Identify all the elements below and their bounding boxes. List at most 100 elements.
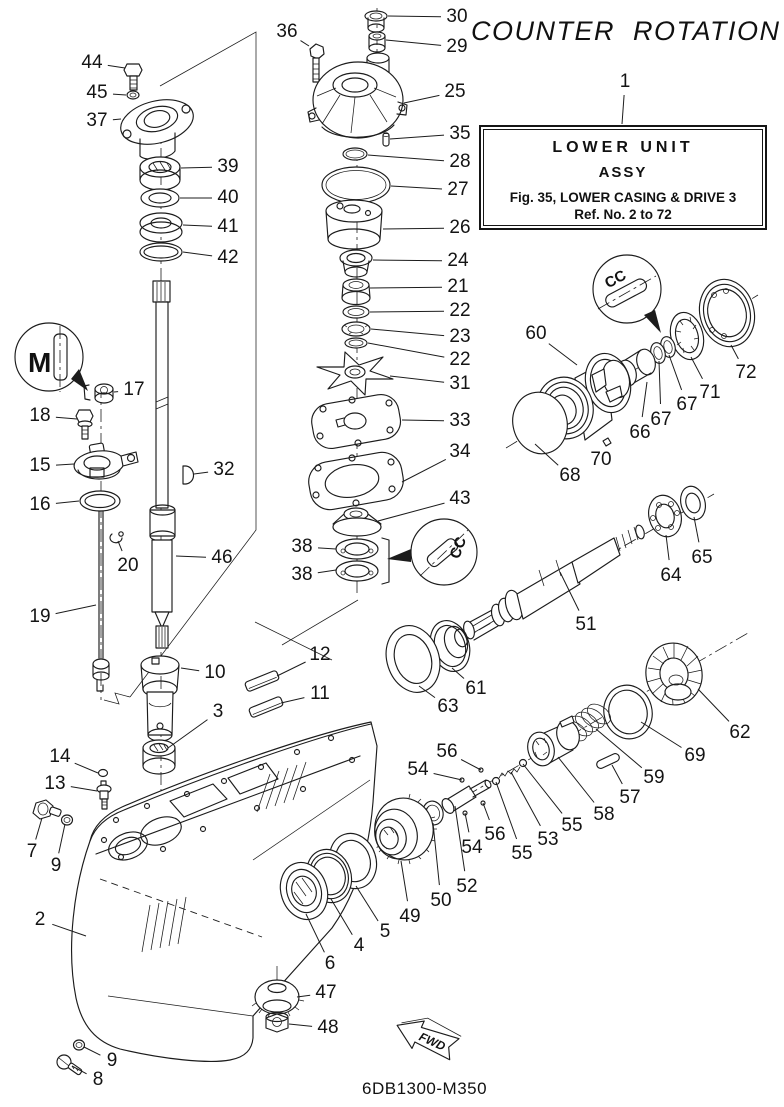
counter-clockwise-right-marker: CC	[592, 254, 662, 333]
leader-line-15-24	[372, 259, 443, 262]
leader-line-37-12	[276, 661, 306, 677]
callout-13-27-label: 27	[447, 179, 469, 200]
callout-57-55-label: 55	[561, 815, 583, 836]
leader-line-70-9	[58, 823, 66, 854]
leader-line-6-42	[182, 251, 213, 257]
part-37-bearing-housing	[120, 99, 194, 160]
leader-line-44-72	[730, 344, 739, 360]
assy-box-line3: Fig. 35, LOWER CASING & DRIVE 3	[509, 190, 737, 205]
callout-31-32-label: 32	[213, 459, 235, 480]
part-26-insert-cartridge	[325, 199, 383, 250]
part-69-shim-ring	[603, 684, 653, 740]
callout-64-52-label: 52	[456, 876, 478, 897]
part-22-washer-upper	[342, 305, 370, 319]
part-24-seal-cup	[339, 249, 373, 278]
callout-9-29-label: 29	[446, 36, 468, 57]
callout-14-26-label: 26	[449, 217, 471, 238]
leader-line-47-65	[693, 516, 700, 543]
part-28-o-ring	[342, 147, 368, 161]
leader-line-57-55	[522, 763, 563, 814]
callout-2-37-label: 37	[86, 110, 108, 131]
leader-line-56-58	[557, 756, 595, 803]
part-38-bearing-lower	[335, 560, 379, 582]
leader-line-1-45	[112, 93, 127, 96]
leader-line-69-7	[35, 817, 43, 840]
part-21-collar	[341, 278, 371, 306]
callout-11-35-label: 35	[449, 123, 471, 144]
assy-box-line2: ASSY	[598, 164, 648, 181]
callout-69-7-label: 7	[26, 841, 38, 862]
part-51-propeller-shaft	[463, 524, 645, 641]
leader-line-65-50	[432, 822, 440, 886]
leader-line-66-49	[400, 860, 408, 902]
magnifier-m-letter: M	[28, 347, 51, 378]
lower-unit-assy-box: LOWER UNIT ASSY Fig. 35, LOWER CASING & …	[479, 125, 767, 230]
callout-74-5-label: 5	[379, 921, 391, 942]
leader-line-35-10	[180, 667, 200, 672]
counter-clockwise-left-letters: CC	[447, 535, 470, 561]
leader-line-28-18	[55, 416, 78, 420]
part-58-clutch-dog	[527, 715, 580, 767]
part-68-o-ring	[512, 391, 568, 455]
leader-line-2-37	[112, 118, 122, 121]
part-35-pin	[382, 132, 390, 147]
leader-line-34-19	[55, 604, 97, 615]
part-2-lower-casing	[71, 721, 378, 1062]
part-10-shift-cam-slider	[140, 655, 180, 742]
callout-30-16-label: 16	[29, 494, 51, 515]
leader-line-52-62	[697, 688, 730, 722]
part-62-reverse-gear	[645, 642, 703, 706]
part-57-pin	[596, 753, 620, 769]
leader-line-50-61	[451, 667, 465, 679]
callout-48-64-label: 64	[660, 565, 682, 586]
part-42-o-ring	[139, 242, 183, 262]
callout-65-50-label: 50	[430, 890, 452, 911]
part-38-bearing-upper	[335, 538, 379, 560]
callout-71-2-label: 2	[34, 909, 46, 930]
callout-35-10-label: 10	[204, 662, 226, 683]
callout-51-63-label: 63	[437, 696, 459, 717]
callout-28-18-label: 18	[29, 405, 51, 426]
callout-27-17-label: 17	[123, 379, 145, 400]
leader-line-5-41	[182, 224, 213, 227]
leader-line-60-56	[460, 759, 482, 771]
leader-line-22-34	[401, 458, 447, 483]
leader-line-17-22	[369, 310, 445, 313]
leader-line-53-69	[640, 721, 682, 748]
callout-26-1-label: 1	[619, 71, 631, 92]
leader-line-77-9	[83, 1046, 101, 1056]
leader-line-30-16	[55, 500, 80, 504]
leader-line-33-46	[175, 555, 207, 558]
part-32-plug-cap	[182, 465, 195, 485]
part-55-ball-upper	[518, 758, 528, 768]
part-47-pinion-gear	[251, 966, 305, 1019]
leader-line-72-6	[305, 913, 325, 953]
callout-77-9-label: 9	[106, 1050, 118, 1071]
leader-line-12-28	[367, 154, 445, 162]
leader-line-39-60	[548, 343, 578, 366]
leader-line-45-68	[534, 443, 559, 466]
callout-23-43-label: 43	[449, 488, 471, 509]
casing-vent-slits	[141, 761, 307, 953]
callout-43-71-label: 71	[699, 382, 721, 403]
leader-line-7-36	[300, 40, 310, 47]
leader-line-18-23	[370, 328, 445, 337]
part-55-ball-lower	[491, 776, 501, 786]
leader-line-19-22	[367, 342, 445, 358]
callout-44-72-label: 72	[735, 362, 757, 383]
leader-line-21-33	[401, 419, 445, 422]
callout-46-70-label: 70	[590, 449, 612, 470]
magnifier-m-marker: M	[14, 322, 88, 392]
part-12-key	[244, 670, 280, 692]
leader-line-55-57	[611, 764, 623, 785]
part-27-gasket-plate	[321, 166, 391, 204]
part-31-impeller	[316, 351, 394, 396]
callout-63-54-label: 54	[461, 837, 483, 858]
leader-line-10-25	[403, 94, 440, 104]
part-39-bearing	[139, 156, 181, 191]
leader-line-74-5	[355, 885, 379, 922]
leader-lines	[35, 15, 739, 1075]
callout-38-11-label: 11	[310, 683, 330, 704]
leader-line-63-54	[464, 812, 470, 833]
